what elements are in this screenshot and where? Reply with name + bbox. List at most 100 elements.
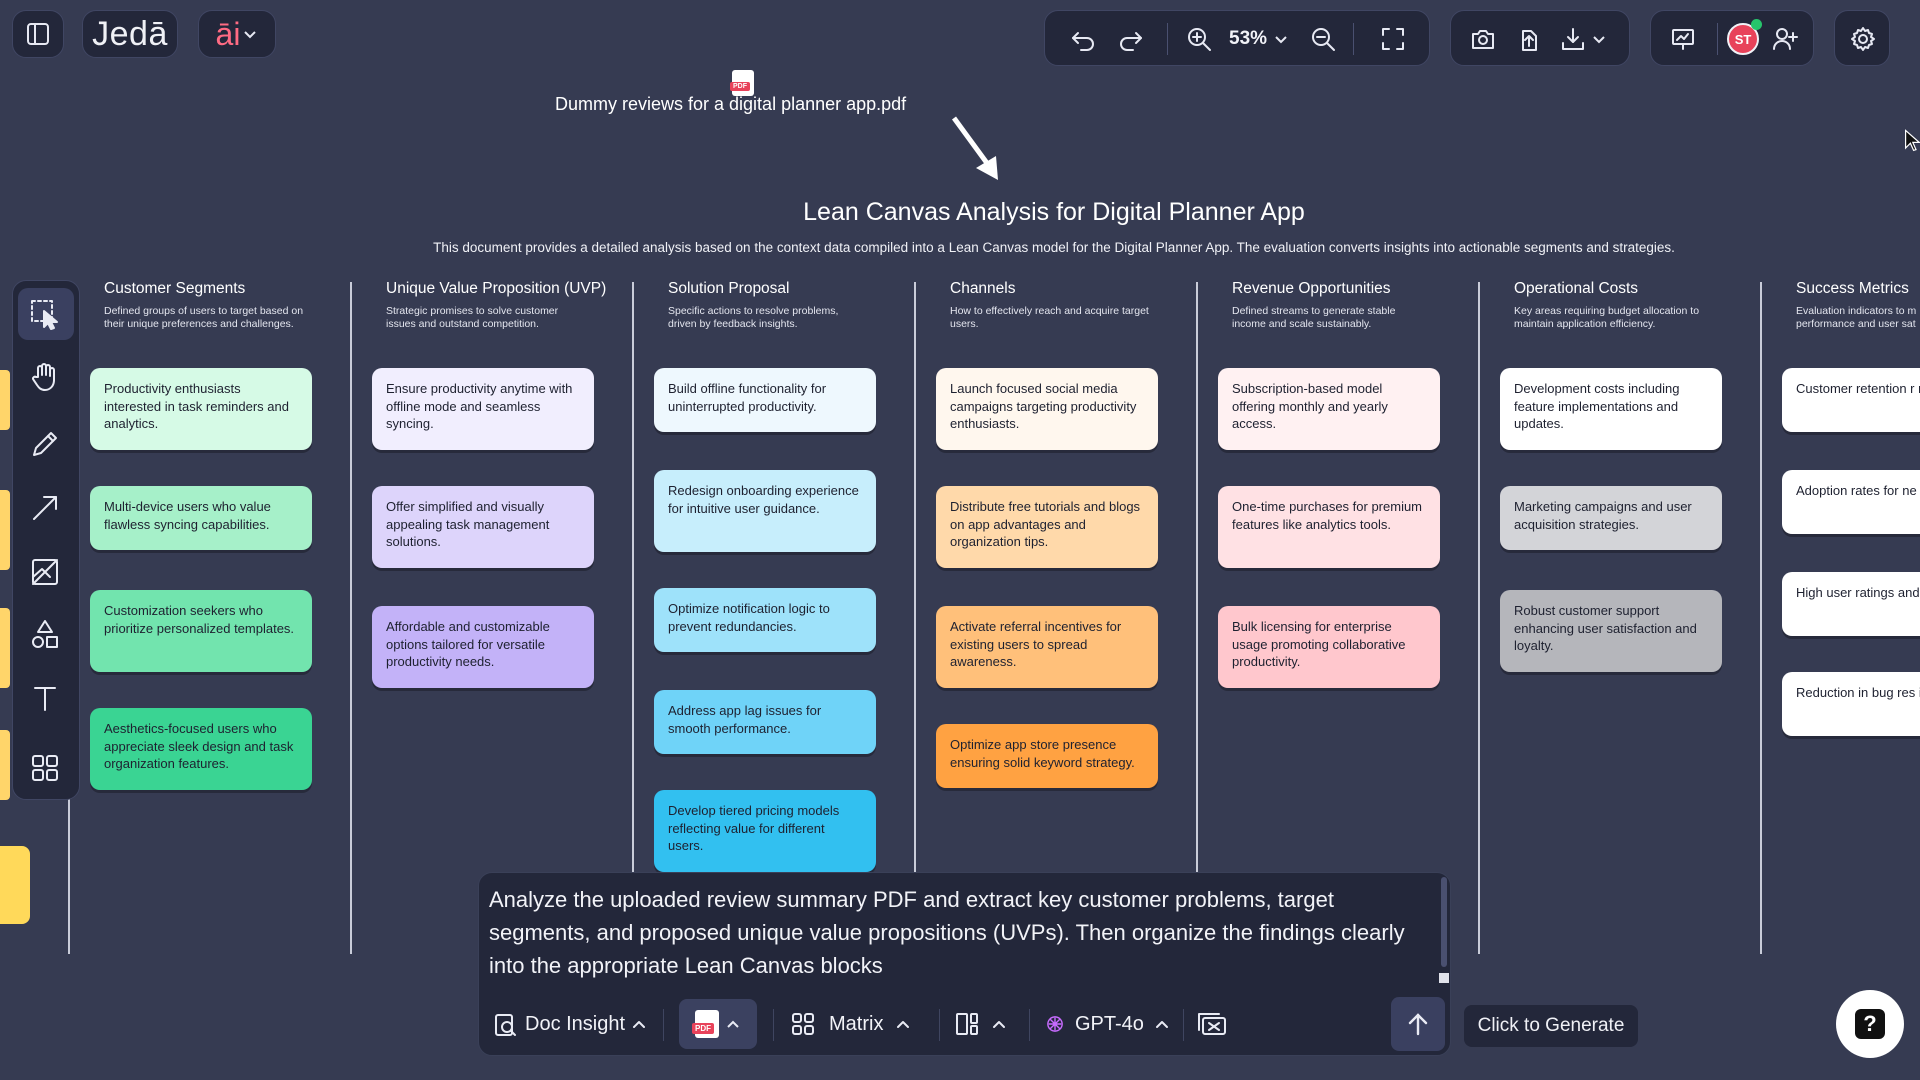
settings-button[interactable] [1834, 10, 1890, 66]
selection-cursor-icon [31, 300, 58, 330]
canvas-card[interactable]: Ensure productivity anytime with offline… [372, 368, 594, 450]
canvas-card[interactable]: Redesign onboarding experience for intui… [654, 470, 876, 552]
column-title: Revenue Opportunities [1232, 280, 1391, 297]
hand-tool[interactable] [14, 348, 76, 404]
layout-dropdown[interactable] [953, 1007, 1007, 1041]
pdf-file-node[interactable]: PDF Dummy reviews for a digital planner … [520, 70, 1020, 120]
canvas-card[interactable]: Robust customer support enhancing user s… [1500, 590, 1722, 672]
redo-button[interactable] [1113, 21, 1149, 57]
presentation-button[interactable] [1665, 21, 1701, 57]
chevron-up-icon [727, 1020, 739, 1028]
prompt-scrollbar[interactable] [1441, 877, 1447, 967]
resize-handle[interactable] [1439, 973, 1449, 983]
canvas-card[interactable]: Aesthetics-focused users who appreciate … [90, 708, 312, 790]
canvas-card[interactable]: Offer simplified and visually appealing … [372, 486, 594, 568]
connector-arrow [951, 116, 998, 180]
matrix-label: Matrix [829, 1012, 884, 1035]
doc-insight-dropdown[interactable]: Doc Insight [491, 1007, 647, 1041]
chevron-up-icon [633, 1021, 646, 1028]
canvas-card[interactable]: Subscription-based model offering monthl… [1218, 368, 1440, 450]
screenshot-button[interactable] [1465, 21, 1501, 57]
chevron-up-icon [897, 1021, 910, 1028]
column-description: Key areas requiring budget allocation to… [1514, 305, 1700, 330]
toolbar-divider [1717, 23, 1718, 55]
pdf-badge: PDF [730, 82, 750, 91]
canvas-card[interactable]: Development costs including feature impl… [1500, 368, 1722, 450]
brand-logo[interactable]: Jedā [82, 10, 178, 58]
canvas-card[interactable]: Build offline functionality for uninterr… [654, 368, 876, 432]
context-window-icon [1198, 1013, 1226, 1035]
zoom-in-icon [1188, 28, 1211, 51]
canvas-card[interactable]: Launch focused social media campaigns ta… [936, 368, 1158, 450]
templates-tool[interactable] [14, 740, 76, 796]
canvas-card[interactable]: Affordable and customizable options tail… [372, 606, 594, 688]
doc-insight-label: Doc Insight [525, 1012, 626, 1035]
canvas-card[interactable]: Customer retention r reflecting continue… [1782, 368, 1920, 432]
offscreen-sticky-note[interactable] [0, 846, 30, 924]
camera-icon [1472, 30, 1494, 49]
pdf-attachment-button[interactable]: PDF [679, 999, 757, 1049]
zoom-out-button[interactable] [1305, 21, 1341, 57]
mouse-cursor-icon [1905, 129, 1920, 152]
pdf-icon: PDF [692, 1010, 719, 1038]
hand-icon [32, 363, 55, 391]
prompt-divider [663, 1009, 664, 1041]
canvas-card[interactable]: Multi-device users who value flawless sy… [90, 486, 312, 550]
column-divider [350, 282, 352, 954]
invite-user-button[interactable] [1767, 21, 1803, 57]
undo-button[interactable] [1065, 21, 1101, 57]
matrix-dropdown[interactable]: Matrix [789, 1007, 911, 1041]
generate-button[interactable] [1391, 997, 1445, 1051]
canvas-card[interactable]: Activate referral incentives for existin… [936, 606, 1158, 688]
canvas-card[interactable]: Optimize app store presence ensuring sol… [936, 724, 1158, 788]
offscreen-card [0, 370, 10, 430]
prompt-divider [1029, 1009, 1030, 1041]
zoom-level-dropdown[interactable]: 53% [1229, 25, 1289, 53]
column-title: Operational Costs [1514, 280, 1639, 297]
column-description: Defined streams to generate stable incom… [1232, 305, 1396, 330]
upload-button[interactable] [1511, 21, 1547, 57]
image-tool[interactable] [14, 544, 76, 600]
column-divider [68, 780, 70, 954]
canvas-card[interactable]: High user ratings and reviews in app sto… [1782, 572, 1920, 636]
ai-menu-button[interactable]: āi [198, 10, 276, 58]
shapes-tool[interactable] [14, 606, 76, 662]
download-dropdown[interactable] [1559, 21, 1607, 57]
column-title: Channels [950, 280, 1016, 297]
toolbar-divider [1167, 23, 1168, 55]
context-toggle-button[interactable] [1195, 1007, 1229, 1041]
ai-label: āi [215, 15, 241, 52]
gear-icon [1845, 21, 1881, 57]
canvas-card[interactable]: Develop tiered pricing models reflecting… [654, 790, 876, 872]
help-button[interactable]: ? [1836, 990, 1904, 1058]
column-title: Unique Value Proposition (UVP) [386, 280, 606, 297]
canvas-card[interactable]: Bulk licensing for enterprise usage prom… [1218, 606, 1440, 688]
canvas-card[interactable]: Optimize notification logic to prevent r… [654, 588, 876, 652]
column-description: How to effectively reach and acquire tar… [950, 305, 1149, 330]
upload-icon [1522, 30, 1537, 51]
canvas-card[interactable]: Customization seekers who prioritize per… [90, 590, 312, 672]
canvas-card[interactable]: One-time purchases for premium features … [1218, 486, 1440, 568]
canvas-card[interactable]: Productivity enthusiasts interested in t… [90, 368, 312, 450]
arrow-icon [33, 496, 57, 520]
prompt-input[interactable]: Analyze the uploaded review summary PDF … [489, 887, 1405, 978]
canvas-card[interactable]: Adoption rates for ne introduced feature… [1782, 470, 1920, 534]
text-tool[interactable] [14, 670, 76, 726]
column-divider [1760, 282, 1762, 954]
canvas-card[interactable]: Marketing campaigns and user acquisition… [1500, 486, 1722, 550]
canvas-card[interactable]: Address app lag issues for smooth perfor… [654, 690, 876, 754]
canvas-card[interactable]: Distribute free tutorials and blogs on a… [936, 486, 1158, 568]
fit-screen-button[interactable] [1375, 21, 1411, 57]
model-dropdown[interactable]: GPT-4o [1045, 1007, 1170, 1041]
offscreen-card [0, 608, 10, 688]
column-divider [1196, 282, 1198, 954]
select-tool[interactable] [14, 286, 76, 342]
zoom-in-button[interactable] [1181, 21, 1217, 57]
sidebar-toggle-button[interactable] [12, 10, 64, 58]
pen-tool[interactable] [14, 416, 76, 472]
chevron-down-icon [1593, 36, 1605, 44]
column-divider [632, 282, 634, 954]
arrow-tool[interactable] [14, 480, 76, 536]
online-status-dot [1751, 19, 1762, 30]
canvas-card[interactable]: Reduction in bug res improving reliabili… [1782, 672, 1920, 736]
